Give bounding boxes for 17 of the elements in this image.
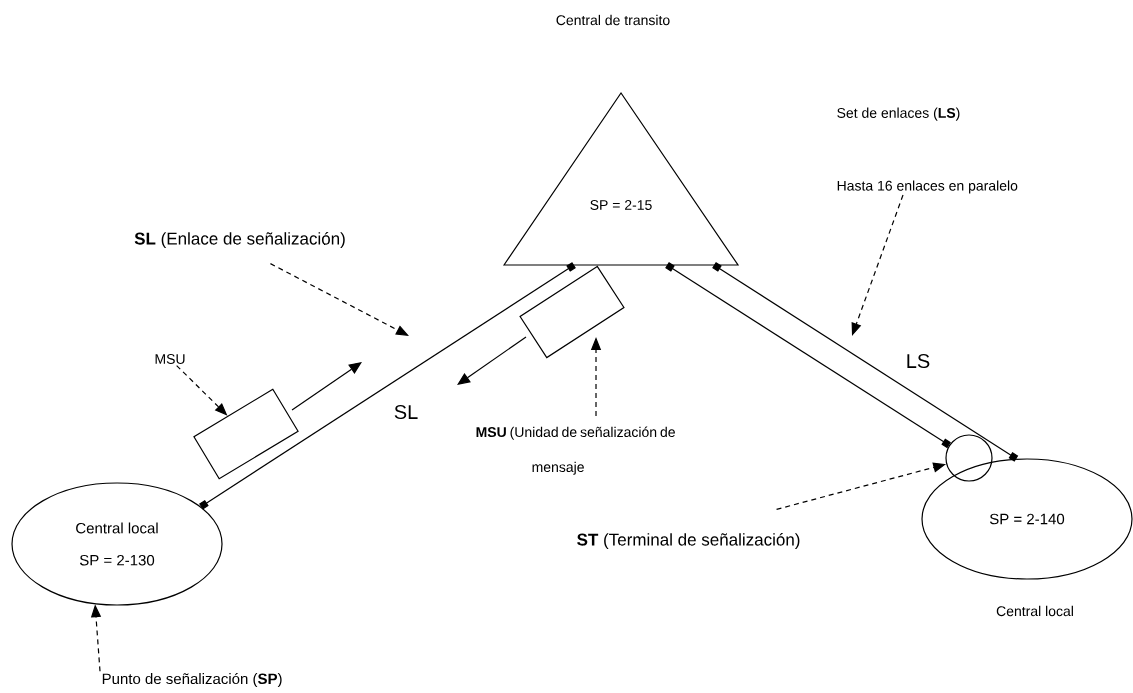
line-label: LS [907, 353, 930, 369]
callout-text: MSU (Unidad de señalización de mensaje [476, 426, 675, 475]
signaling-link [199, 262, 576, 510]
callout-text: SL (Enlace de señalización) [134, 232, 345, 248]
signaling-link [712, 262, 1019, 462]
line-label: SL [394, 404, 418, 420]
leader-line [269, 263, 409, 336]
callout-text: MSU [155, 354, 185, 364]
callout-text: Set de enlaces (LS) Hasta 16 enlaces en paralelo [837, 107, 1018, 194]
callout-text: Punto de señalización (SP) [102, 672, 282, 688]
terminal-circle [945, 434, 993, 482]
leader-line [851, 194, 904, 336]
message-box [193, 388, 299, 480]
callout-text: ST (Terminal de señalización) [577, 533, 800, 549]
line-label: Central de transito [556, 14, 670, 26]
node-caption: Central local [996, 605, 1073, 617]
message-box [519, 265, 625, 359]
